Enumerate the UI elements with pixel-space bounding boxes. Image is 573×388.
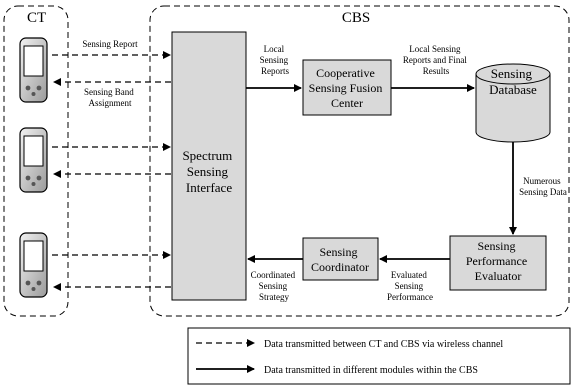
evaluated-performance-label: Evaluated Sensing Performance	[387, 270, 433, 302]
phone-icon	[19, 232, 48, 298]
legend-dashed-label: Data transmitted between CT and CBS via …	[264, 339, 503, 350]
spectrum-sensing-interface-label: Spectrum Sensing Interface	[182, 148, 235, 195]
phone-icon	[19, 37, 48, 103]
cbs-group-label: CBS	[342, 10, 370, 26]
fusion-center-label: Cooperative Sensing Fusion Center	[309, 66, 386, 110]
phone-icon	[19, 127, 48, 193]
fusion-center-box	[302, 59, 392, 116]
local-reports-label: Local Sensing Reports	[260, 44, 291, 76]
band-assignment-label: Sensing Band Assignment	[84, 87, 136, 108]
sensing-database-label: Sensing Database	[489, 66, 537, 97]
cbs-group	[149, 5, 570, 317]
legend-box	[187, 327, 571, 385]
sensing-database	[475, 63, 551, 143]
spectrum-sensing-interface-box	[171, 31, 247, 301]
performance-evaluator-box	[449, 235, 547, 291]
ct-group-label: CT	[27, 10, 46, 26]
numerous-data-label: Numerous Sensing Data	[519, 176, 567, 197]
sensing-coordinator-label: Sensing Coordinator	[311, 245, 369, 274]
performance-evaluator-label: Sensing Performance Evaluator	[466, 239, 530, 283]
ct-group	[3, 5, 69, 317]
sensing-coordinator-box	[302, 237, 379, 281]
coordinated-strategy-label: Coordinated Sensing Strategy	[251, 270, 298, 302]
legend-solid-label: Data transmitted in different modules wi…	[264, 365, 478, 376]
sensing-report-label: Sensing Report	[82, 39, 138, 49]
local-final-label: Local Sensing Reports and Final Results	[403, 44, 469, 76]
